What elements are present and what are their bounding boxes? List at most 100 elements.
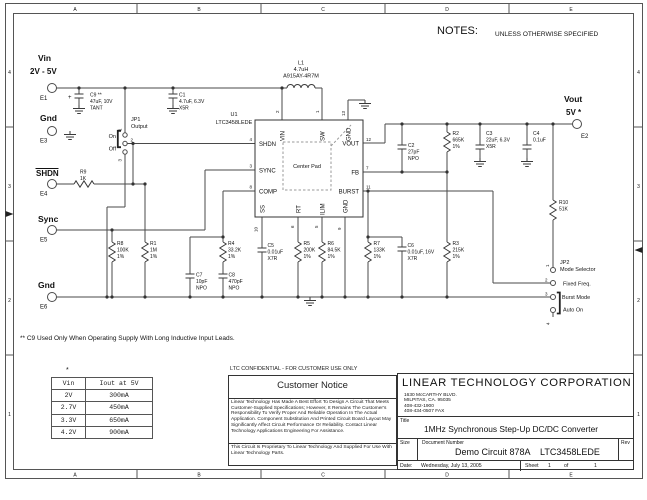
r3-value: 215K [453,248,465,254]
resistor-r10-symbol [548,199,558,221]
ic-part-number: LTC3458LEDE [216,120,253,126]
pin-name-sync: SYNC [259,169,276,175]
resistor-r5-symbol [293,241,303,263]
r7-tol: 1% [374,254,382,260]
l1-value: 4.7uH [294,67,309,73]
frame-row-label: 1 [8,412,11,418]
component-symbols [64,84,558,306]
shdn-label: SHDN [36,169,59,178]
pin-name-shdn: SHDN [259,142,276,148]
r1-refdes: R1 [150,241,157,247]
resistor-r4-symbol [218,241,228,263]
sheet-number: 1 [548,463,551,469]
resistor-r6-symbol [317,241,327,263]
pin-num: 2 [275,110,280,113]
c9-refdes: C9 ** [90,93,102,99]
sheet-total: 1 [594,463,597,469]
table-cell: 2.7V [51,401,86,415]
terminal-e1 [47,83,57,93]
terminal-e2 [572,119,582,129]
pin-num: 6 [290,225,295,228]
table-cell: 650mA [85,413,153,427]
r3-refdes: R3 [453,241,460,247]
pin-name-fb: FB [351,171,359,177]
size-label: Size [400,440,410,446]
terminal-e5 [47,225,57,235]
r4-refdes: R4 [228,241,235,247]
frame-row-label: 3 [8,184,11,190]
table-header-vin: Vin [51,376,86,391]
resistor-r1-symbol [140,241,150,263]
doc-number-label: Document Number [422,440,464,446]
jp1-pin-num: 2 [131,138,134,143]
net-sync [56,169,255,297]
pin-num: 12 [366,137,372,142]
frame-row-label: 2 [8,298,11,304]
c5-value: 0.01uF [268,250,284,256]
c4-value: 0.1uF [533,138,546,144]
sync-label: Sync [38,214,59,224]
customer-notice-title: Customer Notice [229,376,396,399]
company-address: 1630 McCARTHY BLVD. MILPITAS, CA. 95035 … [404,393,457,415]
date-label: Date: [400,463,413,469]
r2-tol: 1% [453,144,461,150]
frame-col-label: D [445,473,449,479]
c1-type: X5R [179,106,189,112]
pin-num: 9 [337,227,342,230]
r6-refdes: R6 [328,241,335,247]
title-label: Title [400,418,410,424]
gnd-label: Gnd [40,113,57,123]
table-cell: 300mA [85,389,153,403]
c2-refdes: C2 [408,143,415,149]
sheet-label: Sheet [525,463,539,469]
jp1-on-label: On [109,134,116,140]
e1-ref: E1 [40,96,48,102]
c9-value: 47uF, 10V [90,99,113,105]
jp1-pin-num: 1 [118,128,123,131]
e2-ref: E2 [581,134,589,140]
r8-refdes: R8 [117,241,124,247]
resistor-r3-symbol [442,241,452,263]
jp2-opt-fixed-freq: Fixed Freq. [563,282,591,288]
resistor-r9-symbol [73,179,95,189]
r7-value: 133K [374,248,386,254]
resistor-r2-symbol [442,131,452,153]
frame-row-label: 2 [637,298,640,304]
component-labels: L1 4.7uH A915AY-4R7M + C9 ** 47uF, 10V T… [68,61,569,292]
net-comp [189,190,255,297]
rev-column: Rev [618,439,633,460]
table-cell: 900mA [85,425,153,439]
jp2-pin-num: 4 [546,322,551,325]
vout-label: Vout [564,94,582,104]
title-block: LINEAR TECHNOLOGY CORPORATION 1630 McCAR… [397,373,634,471]
r2-value: 665K [453,138,465,144]
address-line: 1630 McCARTHY BLVD. [404,393,457,398]
net-shdn [56,143,255,297]
customer-notice: Customer Notice Linear Technology Has Ma… [228,375,397,466]
table-cell: 450mA [85,401,153,415]
address-line: 408-434-0507 FAX [404,409,445,415]
terminal-e3 [47,126,57,136]
c6-type: X7R [408,256,418,262]
net-gnd-top [347,99,365,120]
r1-value: 1M [150,248,157,254]
doc-part: LTC3458LEDE [540,447,600,457]
date-value: Wednesday, July 13, 2005 [421,463,482,469]
rev-label: Rev [621,440,630,446]
frame-col-label: B [197,473,201,479]
pin-name-vin: VIN [281,131,287,141]
r8-value: 100K [117,248,129,254]
frame-col-label: A [73,473,77,479]
net-bottom [56,217,551,298]
jp2-opt-burst-mode: Burst Mode [562,295,590,301]
jp1-refdes: JP1 [131,117,140,123]
jp2-pin-num: 1 [545,264,550,267]
frame-row-label: 3 [637,184,640,190]
l1-part: A915AY-4R7M [283,74,319,80]
junction-dots [77,86,555,299]
pin-name-gnd9: GND [344,199,350,213]
e6-ref: E6 [40,305,48,311]
resistor-r7-symbol [363,241,373,263]
